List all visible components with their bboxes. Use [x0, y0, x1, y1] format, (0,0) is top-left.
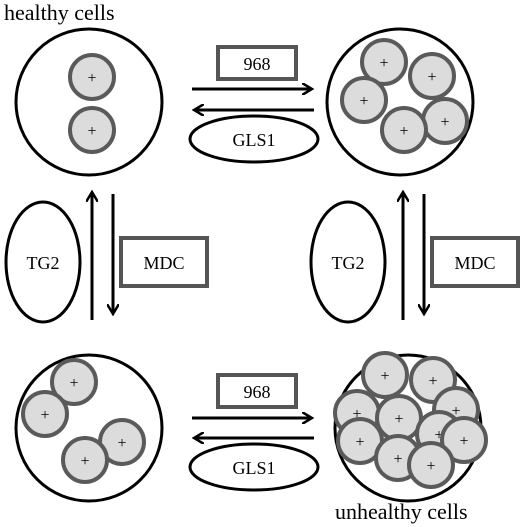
bottom-gls1-ellipse: GLS1 [188, 442, 320, 492]
cell-plus-sign: + [427, 69, 436, 86]
cell-plus-sign: + [69, 375, 78, 392]
top-gls1-ellipse: GLS1 [188, 114, 320, 164]
cell-plus-sign: + [434, 427, 443, 444]
svg-text:MDC: MDC [143, 253, 184, 273]
cell [50, 358, 98, 406]
left-tg2-ellipse: TG2 [4, 200, 82, 324]
cell [68, 106, 116, 154]
cell-plus-sign: + [428, 373, 437, 390]
cell-plus-sign: + [355, 434, 364, 451]
right-mdc-box: MDC [430, 236, 520, 288]
right-tg2-ellipse: TG2 [309, 200, 387, 324]
svg-text:MDC: MDC [454, 253, 495, 273]
cell-plus-sign: + [451, 403, 460, 420]
top-968-box: 968 [216, 45, 298, 81]
cell [440, 416, 488, 464]
cell-plus-sign: + [459, 433, 468, 450]
svg-text:968: 968 [244, 54, 271, 74]
svg-text:TG2: TG2 [332, 253, 365, 273]
unhealthy-cluster: + + + + + + + + + + [333, 351, 488, 503]
cell-plus-sign: + [380, 368, 389, 385]
healthy-cluster: ++ [14, 27, 164, 177]
svg-text:GLS1: GLS1 [232, 130, 275, 150]
cell-plus-sign: + [399, 123, 408, 140]
cell-plus-sign: + [87, 123, 96, 140]
left-mdc-box: MDC [119, 236, 209, 288]
cell-plus-sign: + [117, 435, 126, 452]
growing-cluster: + + + + + [325, 27, 475, 177]
dividing-cluster: + + + + [14, 353, 164, 503]
cell [61, 436, 109, 484]
unhealthy-cells-caption: unhealthy cells [335, 499, 468, 524]
cell [360, 38, 408, 86]
healthy-cells-caption: healthy cells [4, 0, 115, 25]
cell-plus-sign: + [80, 453, 89, 470]
cell-plus-sign: + [393, 451, 402, 468]
svg-text:TG2: TG2 [27, 253, 60, 273]
cell [408, 52, 456, 100]
cell-plus-sign: + [40, 407, 49, 424]
svg-text:968: 968 [244, 382, 271, 402]
cell [380, 106, 428, 154]
cell [68, 53, 116, 101]
cell-plus-sign: + [440, 114, 449, 131]
cell [407, 441, 455, 489]
svg-text:GLS1: GLS1 [232, 458, 275, 478]
cell [361, 351, 409, 399]
cell-plus-sign: + [87, 70, 96, 87]
cell-plus-sign: + [426, 458, 435, 475]
bottom-968-box: 968 [216, 373, 298, 409]
cell-plus-sign: + [379, 55, 388, 72]
cell [21, 390, 69, 438]
cell-plus-sign: + [359, 93, 368, 110]
cell-plus-sign: + [352, 406, 361, 423]
cell [340, 76, 388, 124]
cell-plus-sign: + [394, 411, 403, 428]
